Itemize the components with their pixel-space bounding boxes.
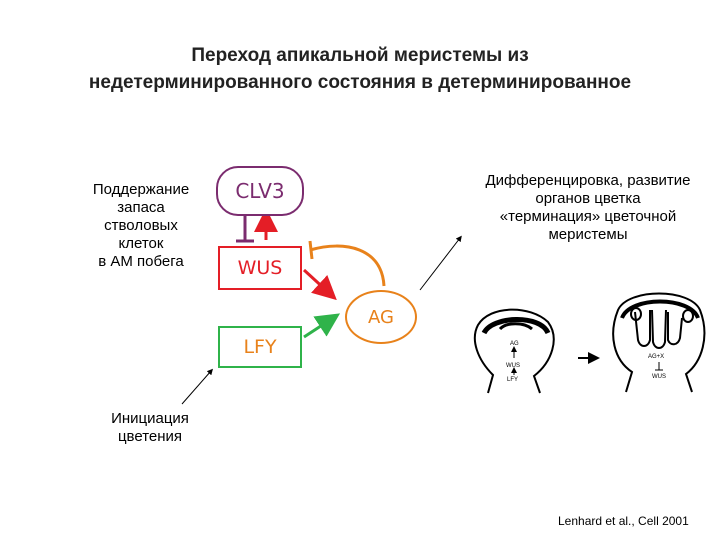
ag-inhibits-wus-curve: [309, 244, 386, 287]
lfy-node: LFY: [218, 326, 302, 368]
title-line-2: недетерминированного состояния в детерми…: [88, 72, 632, 93]
stem-cell-maintenance-label: Поддержание запаса стволовых клеток в АМ…: [92, 181, 190, 270]
meristem-left-illustration: [473, 308, 555, 394]
flowering-pointer-arrow: [181, 368, 213, 405]
meristem-left-ag: AG: [510, 341, 519, 347]
differentiation-pointer-arrow: [419, 235, 462, 291]
title-line-1: Переход апикальной меристемы из: [191, 45, 529, 66]
meristem-left-wus: WUS: [506, 363, 520, 369]
ag-inhibits-wus-bar: [308, 240, 314, 260]
meristem-left-lfy: LFY: [507, 377, 518, 383]
flowering-initiation-label: Инициация цветения: [111, 410, 189, 445]
lfy-activates-ag-arrow: [303, 313, 341, 339]
citation: Lenhard et al., Cell 2001: [558, 514, 689, 528]
page-title: Переход апикальной меристемы из недетерм…: [0, 42, 720, 96]
differentiation-label: Дифференцировка, развитие органов цветка…: [485, 172, 691, 243]
meristem-right-illustration: [612, 292, 706, 393]
ag-node: AG: [345, 290, 417, 344]
wus-activates-ag-arrow: [302, 268, 337, 301]
clv3-node: CLV3: [216, 166, 304, 216]
meristem-right-agx: AG+X: [648, 354, 664, 360]
meristem-right-wus: WUS: [652, 374, 666, 380]
wus-node: WUS: [218, 246, 302, 290]
